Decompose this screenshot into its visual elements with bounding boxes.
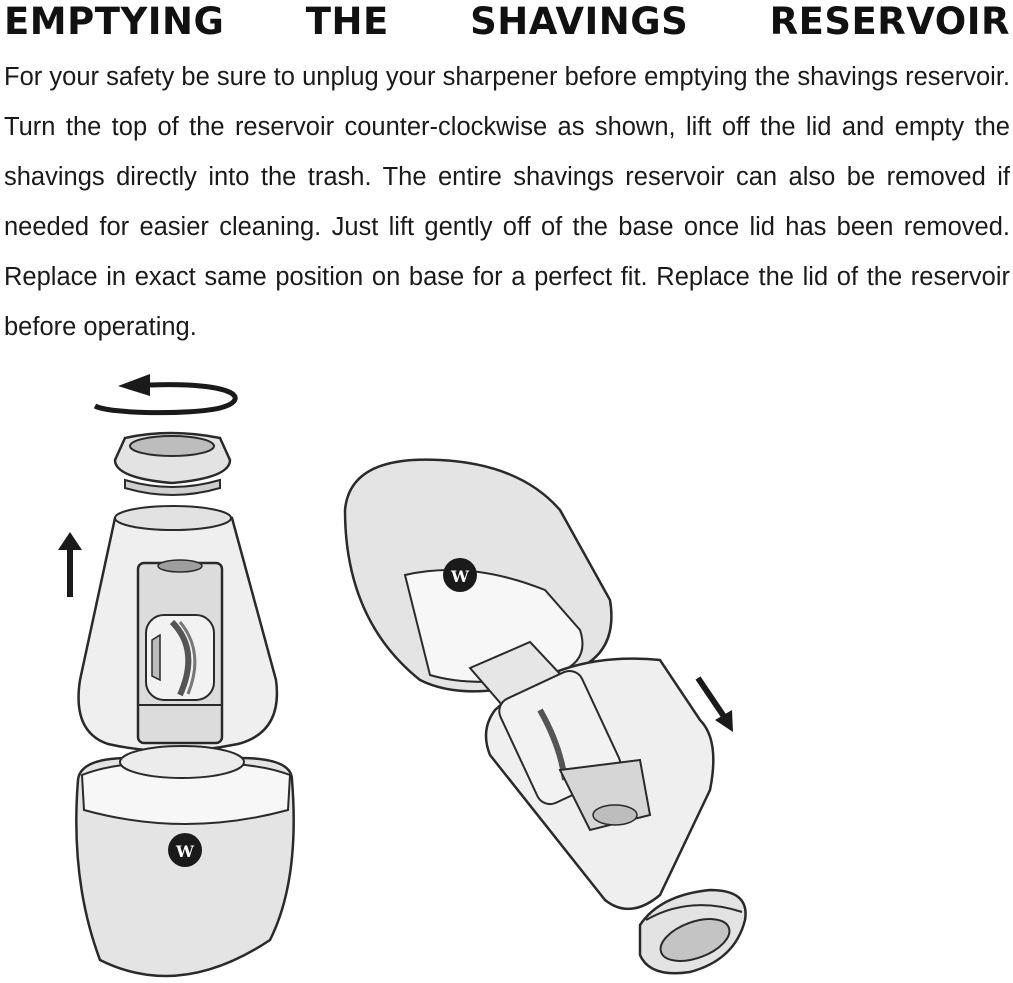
brand-logo-icon-2: [443, 558, 477, 592]
base-inverted: W: [343, 458, 613, 693]
blade-cylinder: [136, 559, 224, 745]
reservoir-lid-top: [113, 431, 232, 496]
reservoir-tilted: [468, 640, 715, 911]
title-word-3: SHAVINGS: [470, 0, 689, 43]
sharpener-base: W: [75, 745, 295, 978]
down-right-arrow-icon: [695, 676, 733, 732]
reservoir-lid-bottom: [638, 888, 747, 975]
sharpener-illustration: W W: [58, 374, 747, 978]
logo-letter: W: [175, 842, 195, 861]
instructions-paragraph: For your safety be sure to unplug your s…: [4, 63, 1010, 341]
title-word-2: THE: [305, 0, 389, 43]
title-word-1: EMPTYING: [4, 0, 225, 43]
logo-letter-2: W: [450, 567, 470, 586]
counter-clockwise-arrow-icon: [93, 374, 238, 416]
up-arrow-icon: [58, 532, 82, 597]
title-word-4: RESERVOIR: [769, 0, 1010, 43]
page-title: EMPTYING THE SHAVINGS RESERVOIR: [4, 0, 1010, 44]
brand-logo-icon: [168, 833, 202, 867]
